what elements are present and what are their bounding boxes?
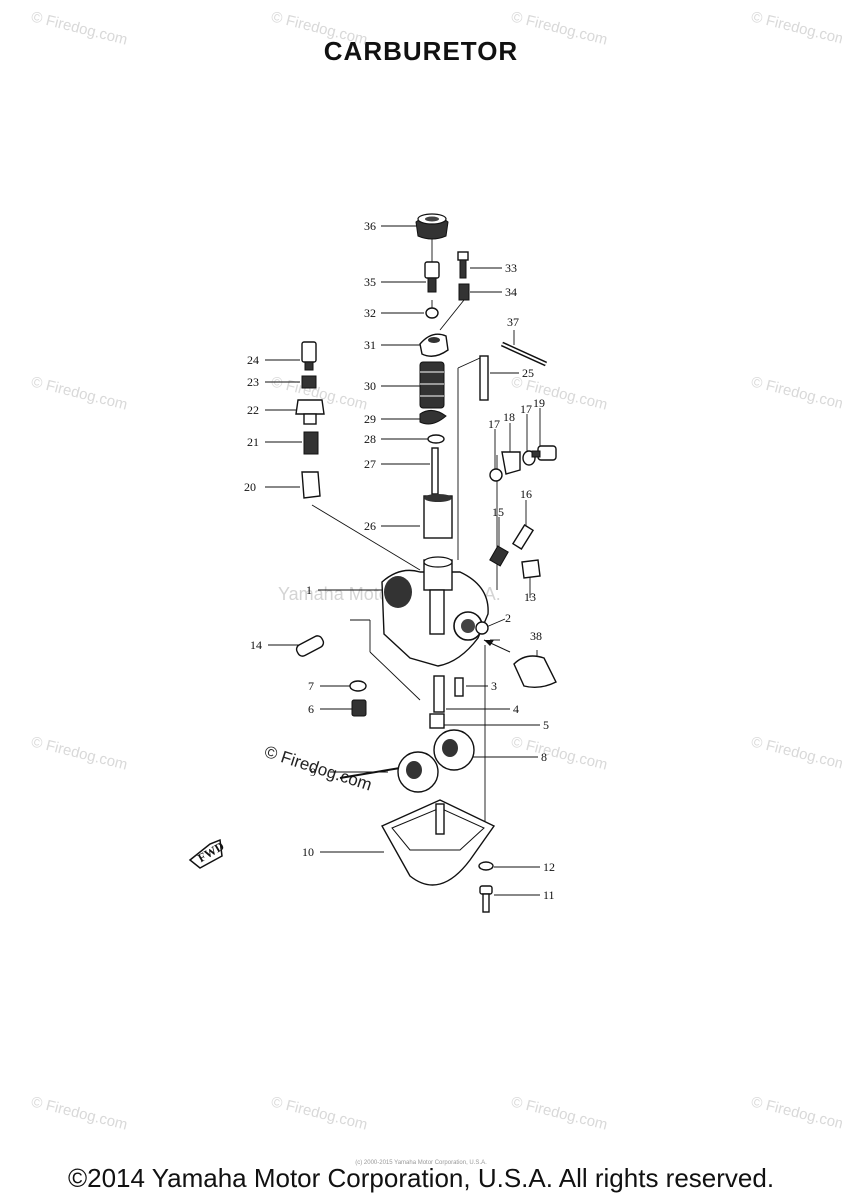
part-27-needle — [431, 447, 439, 495]
callout-2: 2 — [505, 611, 511, 625]
callout-29: 29 — [364, 412, 376, 426]
callout-17: 17 — [520, 402, 532, 416]
part-5-nut — [429, 713, 445, 729]
callout-21: 21 — [247, 435, 259, 449]
callout-18: 18 — [503, 410, 515, 424]
callout-8: 8 — [541, 750, 547, 764]
callout-37: 37 — [507, 315, 519, 329]
callout-5: 5 — [543, 718, 549, 732]
part-7-washer — [349, 680, 367, 692]
callout-20: 20 — [244, 480, 256, 494]
callout-9: 9 — [310, 765, 316, 779]
callout-3: 3 — [491, 679, 497, 693]
part-22-fitting — [295, 399, 325, 425]
part-34-spring — [458, 283, 470, 301]
part-29-clip — [419, 410, 447, 425]
part-25-pin — [479, 355, 489, 401]
copyright-footer: ©2014 Yamaha Motor Corporation, U.S.A. A… — [67, 1163, 775, 1193]
callout-17b: 17 — [488, 417, 500, 431]
part-38-cap — [483, 639, 557, 689]
part-8-float — [397, 729, 475, 793]
part-1-carburetor-body — [381, 556, 489, 667]
part-31-cover — [419, 333, 449, 357]
page-title: CARBURETOR — [323, 36, 519, 66]
part-28-washer — [427, 434, 445, 444]
part-35-adjuster — [424, 261, 440, 293]
part-2-gasket — [475, 621, 489, 635]
callout-31: 31 — [364, 338, 376, 352]
part-15-spring — [489, 545, 509, 567]
callout-16: 16 — [520, 487, 532, 501]
part-23-nut — [301, 375, 317, 389]
callout-11: 11 — [543, 888, 555, 902]
callout-25: 25 — [522, 366, 534, 380]
callout-14: 14 — [250, 638, 262, 652]
callout-28: 28 — [364, 432, 376, 446]
part-9-pin — [339, 767, 401, 779]
callout-7: 7 — [308, 679, 314, 693]
part-17b-washer — [489, 468, 503, 482]
callout-32: 32 — [364, 306, 376, 320]
callout-22: 22 — [247, 403, 259, 417]
callout-19: 19 — [533, 396, 545, 410]
part-26-throttle-valve — [423, 494, 453, 539]
part-11-screw — [479, 885, 493, 913]
part-4-jet — [433, 675, 445, 713]
part-3-screw — [454, 677, 464, 697]
small-copyright: (c) 2000-2015 Yamaha Motor Corporation, … — [355, 1160, 487, 1166]
part-10-float-bowl — [381, 799, 496, 886]
part-12-washer — [478, 861, 494, 871]
part-33-screw — [457, 251, 469, 279]
part-18-joint — [501, 451, 521, 475]
leader-lines — [265, 225, 541, 896]
part-24-screw — [301, 341, 317, 371]
callout-38: 38 — [530, 629, 542, 643]
part-21-spring — [303, 431, 319, 455]
part-16-screw — [511, 524, 535, 550]
part-32-nut — [425, 307, 439, 319]
callout-12: 12 — [543, 860, 555, 874]
callout-4: 4 — [513, 702, 519, 716]
callout-1: 1 — [306, 583, 312, 597]
callout-30: 30 — [364, 379, 376, 393]
part-30-spring — [419, 361, 445, 409]
callout-labels: 36 35 33 34 32 31 37 24 23 30 25 22 29 1… — [244, 219, 555, 902]
callout-10: 10 — [302, 845, 314, 859]
callout-33: 33 — [505, 261, 517, 275]
callout-6: 6 — [308, 702, 314, 716]
callout-27: 27 — [364, 457, 376, 471]
part-13-cap — [521, 559, 541, 579]
part-19-bolt — [531, 445, 557, 461]
callout-15: 15 — [492, 505, 504, 519]
part-37-pin — [500, 341, 548, 367]
callout-13: 13 — [524, 590, 536, 604]
callout-36: 36 — [364, 219, 376, 233]
part-20-jet — [301, 471, 321, 499]
callout-35: 35 — [364, 275, 376, 289]
callout-34: 34 — [505, 285, 517, 299]
callout-23: 23 — [247, 375, 259, 389]
callout-24: 24 — [247, 353, 259, 367]
callout-26: 26 — [364, 519, 376, 533]
part-6-screw — [351, 699, 367, 717]
part-36-cap — [415, 213, 449, 240]
part-14-screw — [295, 635, 325, 657]
forward-direction-icon: FWD — [188, 839, 227, 869]
